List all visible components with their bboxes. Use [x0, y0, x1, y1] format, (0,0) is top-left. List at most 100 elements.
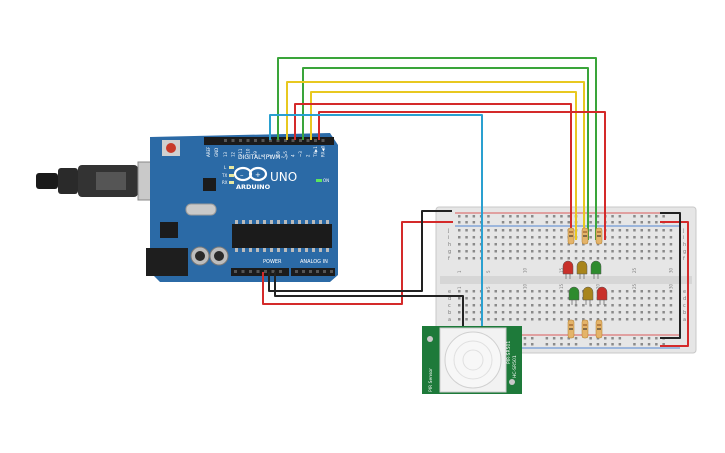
- row-letter: a: [448, 317, 451, 323]
- digital-pin-hole[interactable]: [284, 139, 287, 142]
- digital-pin-hole[interactable]: [254, 139, 257, 142]
- digital-pin-hole[interactable]: [299, 139, 302, 142]
- digital-pin-label: ~6: [276, 151, 281, 157]
- column-number: 15: [559, 267, 564, 273]
- leds-and-resistors: [562, 227, 608, 339]
- digital-pin-hole[interactable]: [239, 139, 242, 142]
- digital-pin-hole[interactable]: [306, 139, 310, 142]
- led-red: [562, 260, 574, 275]
- digital-pin-hole[interactable]: [269, 139, 272, 142]
- aref-label: AREF: [206, 146, 211, 157]
- digital-pin-label: ~11: [238, 148, 243, 157]
- pir-part-number: PIR-SR501: [506, 341, 512, 364]
- row-letter: h: [683, 242, 686, 248]
- wire-red-2: [318, 111, 606, 240]
- led-yellow: [576, 260, 588, 275]
- header-pin-hole[interactable]: [234, 270, 237, 273]
- digital-pin-label: ~10: [246, 148, 251, 157]
- header-pin-hole[interactable]: [264, 270, 267, 273]
- pir-right-label: HC-SR501: [512, 355, 518, 378]
- digital-pin-hole[interactable]: [261, 139, 265, 142]
- digital-pin-label: RX◀0: [321, 145, 326, 157]
- digital-pin-hole[interactable]: [321, 139, 325, 142]
- digital-pin-hole[interactable]: [224, 139, 227, 142]
- led-red: [596, 286, 608, 301]
- header-pin-hole[interactable]: [323, 270, 326, 273]
- column-number: 25: [632, 267, 637, 273]
- digital-pin-label: 2: [306, 154, 311, 157]
- digital-pin-hole[interactable]: [246, 139, 250, 142]
- header-pin-hole[interactable]: [330, 270, 333, 273]
- pir-left-label: PIR Sensor: [428, 368, 434, 392]
- row-letter: f: [448, 256, 450, 262]
- header-pin-hole[interactable]: [309, 270, 312, 273]
- pir-sensor: PIR Sensor HC-SR501 PIR-SR501: [422, 326, 522, 394]
- row-letter: g: [448, 249, 451, 255]
- column-number: 20: [596, 283, 601, 289]
- row-letter: f: [683, 256, 685, 262]
- wire-red-1: [294, 103, 572, 240]
- row-letter: b: [683, 310, 686, 316]
- digital-pin-hole[interactable]: [314, 139, 317, 142]
- crystal: [185, 203, 217, 216]
- header-pin-hole[interactable]: [279, 270, 282, 273]
- row-letter: e: [683, 289, 686, 295]
- header-pin-hole[interactable]: [302, 270, 305, 273]
- header-pin-hole[interactable]: [295, 270, 298, 273]
- row-letter: d: [448, 296, 451, 302]
- column-number: 15: [559, 283, 564, 289]
- voltage-regulator: [160, 222, 178, 238]
- row-letter: b: [448, 310, 451, 316]
- header-pin-hole[interactable]: [249, 270, 252, 273]
- header-pin-hole[interactable]: [271, 270, 275, 273]
- digital-pin-hole[interactable]: [276, 139, 280, 142]
- column-number: 30: [669, 283, 674, 289]
- column-number: 1: [457, 270, 462, 273]
- wire-blue-signal: [269, 114, 483, 326]
- digital-pin-hole[interactable]: [231, 139, 235, 142]
- header-pin-hole[interactable]: [241, 270, 245, 273]
- digital-pin-label: ~5: [283, 151, 288, 157]
- row-letter: e: [448, 289, 451, 295]
- digital-pin-hole[interactable]: [291, 139, 295, 142]
- row-letter: g: [683, 249, 686, 255]
- row-letter: a: [683, 317, 686, 323]
- digital-pin-label: 4: [291, 154, 296, 157]
- digital-pin-label: TX▶1: [313, 146, 318, 158]
- row-letter: c: [683, 303, 686, 309]
- row-letter: i: [683, 235, 684, 241]
- header-pin-hole[interactable]: [316, 270, 319, 273]
- wire-yellow-1: [286, 81, 585, 240]
- model-label: UNO: [270, 170, 297, 184]
- column-number: 10: [523, 267, 528, 273]
- analog-label: ANALOG IN: [300, 259, 328, 265]
- wire-black-gnd-2: [274, 272, 464, 326]
- wire-red-rail-bridge: [660, 221, 689, 347]
- row-letter: d: [683, 296, 686, 302]
- power-label: POWER: [263, 259, 282, 265]
- header-pin-hole[interactable]: [256, 270, 260, 273]
- wire-green-1: [277, 57, 597, 240]
- tx-led-label: TX: [221, 173, 227, 178]
- gnd-label: GND: [214, 148, 219, 157]
- column-number: 30: [669, 267, 674, 273]
- bottom-pin-holes: [234, 270, 333, 273]
- digital-label: DIGITAL (PWM~): [238, 154, 288, 161]
- digital-pin-label: 7: [268, 154, 273, 157]
- digital-pin-label: ~9: [253, 151, 258, 157]
- svg-text:–: –: [240, 171, 244, 179]
- column-number: 25: [632, 283, 637, 289]
- usb-cable: [36, 161, 169, 201]
- column-number: 5: [486, 270, 491, 273]
- column-number: 5: [486, 286, 491, 289]
- led-green: [590, 260, 602, 275]
- digital-pin-label: 12: [231, 151, 236, 157]
- atmega-chip: [232, 224, 332, 248]
- power-header: [231, 268, 289, 276]
- led-yellow: [582, 286, 594, 301]
- led-green: [568, 286, 580, 301]
